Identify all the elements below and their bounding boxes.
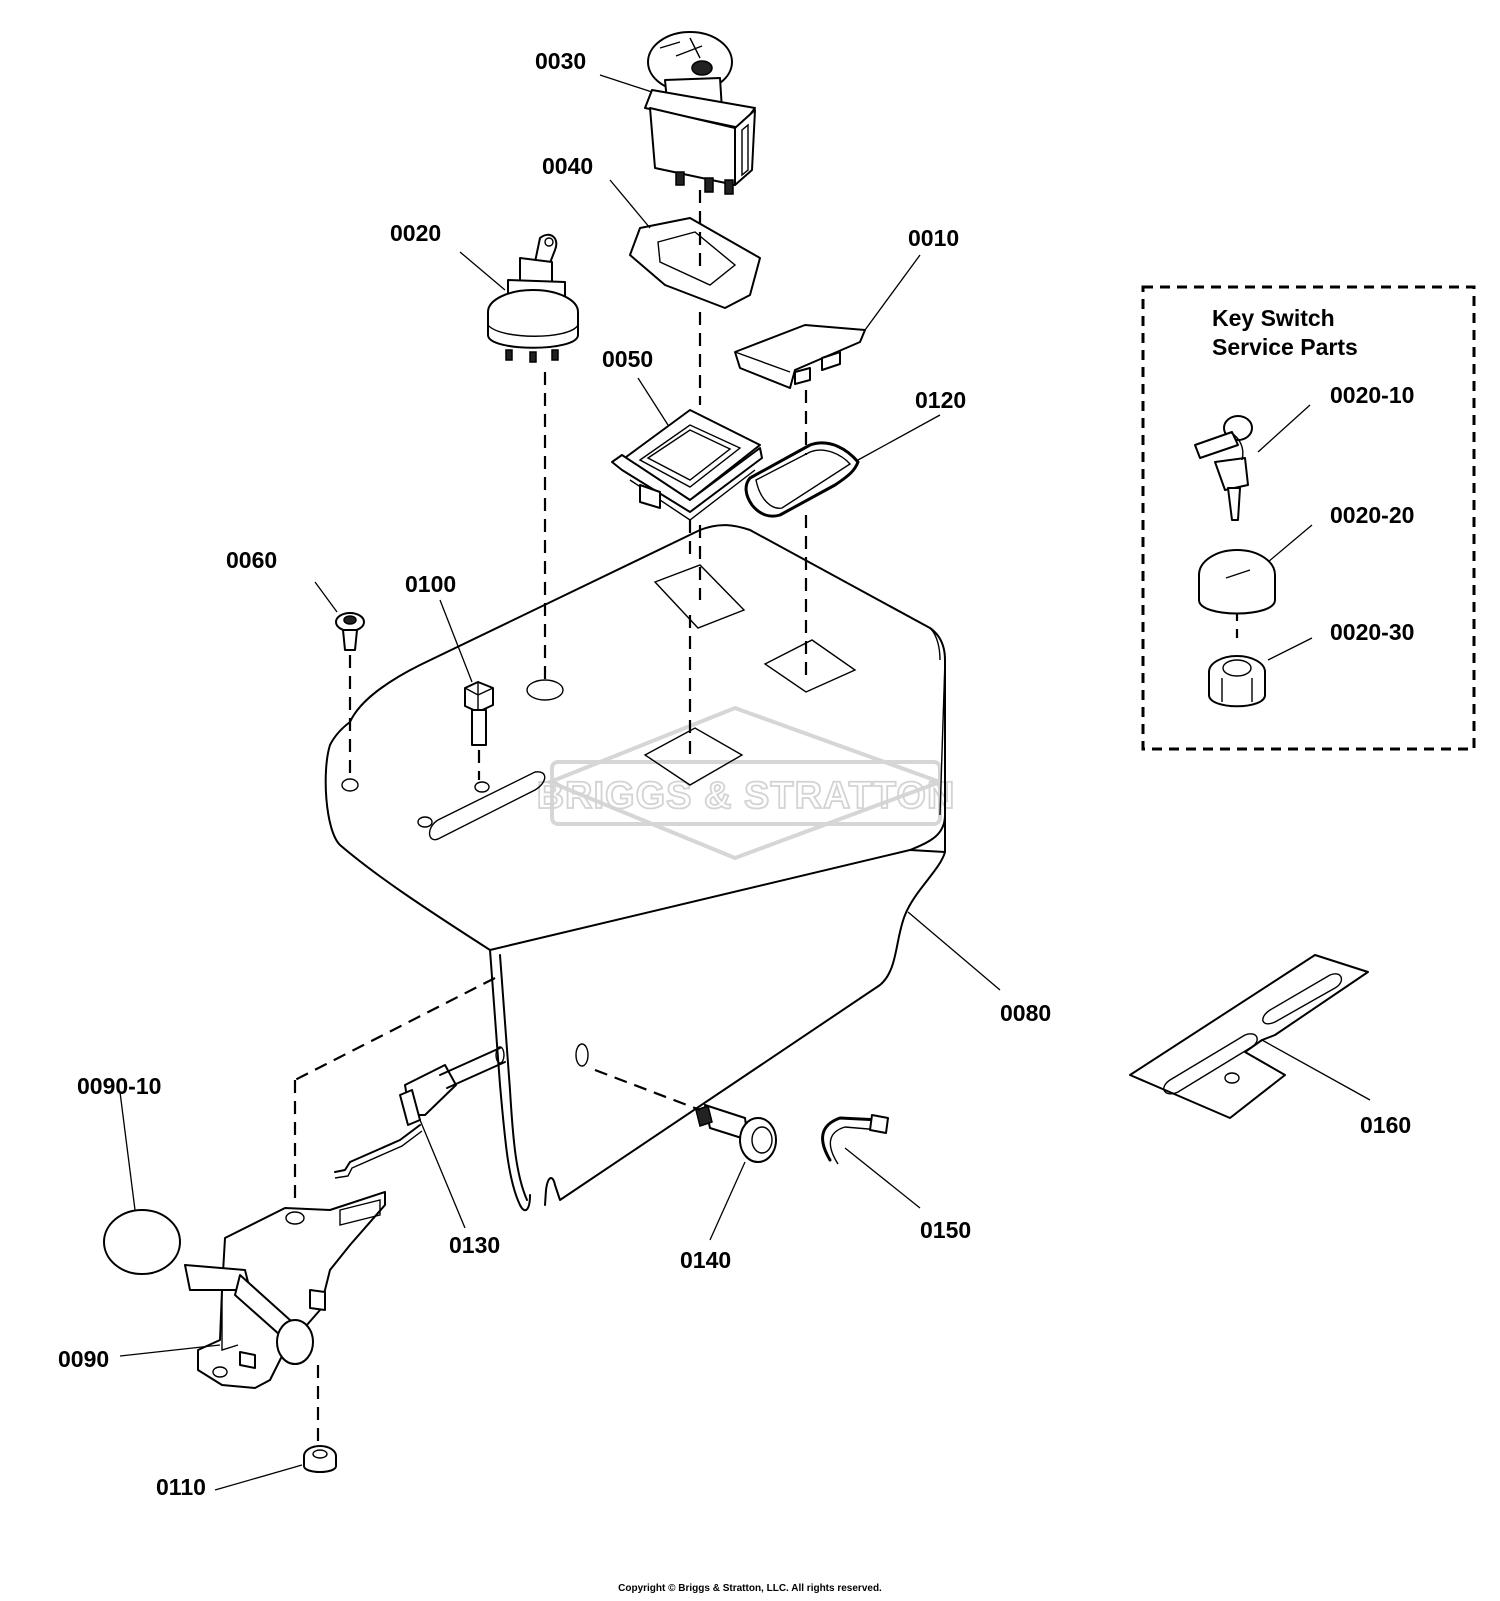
indicator-light-0140 [695,1104,777,1163]
key-switch-service-parts-box: Key Switch Service Parts [1141,285,1476,751]
callout-0020-30: 0020-30 [1330,619,1414,645]
leader-lines [119,74,1371,1491]
callout-labels: 0030 0040 0020 0010 0050 0120 0060 0100 … [58,48,1414,1500]
callout-0020-10: 0020-10 [1330,382,1414,408]
throttle-assembly-0090 [103,1191,386,1389]
cap-0020-20 [1198,549,1276,615]
callout-0100: 0100 [405,571,456,597]
cable-clip-0130 [334,1046,506,1179]
screw-0060 [335,612,365,651]
callout-0150: 0150 [920,1217,971,1243]
callout-0050: 0050 [602,346,653,372]
callout-0060: 0060 [226,547,277,573]
callout-0080: 0080 [1000,1000,1051,1026]
plug-0010 [734,324,866,389]
bezel-0040 [629,217,761,309]
service-box-title-line2: Service Parts [1212,334,1358,360]
callout-0010: 0010 [908,225,959,251]
callout-0040: 0040 [542,153,593,179]
copyright-notice: Copyright © Briggs & Stratton, LLC. All … [618,1583,882,1594]
callout-0160: 0160 [1360,1112,1411,1138]
ignition-switch-0020 [487,233,579,363]
gasket-0120 [744,441,860,518]
service-box-title-line1: Key Switch [1212,305,1335,331]
callout-0110: 0110 [156,1474,206,1500]
callout-0120: 0120 [915,387,966,413]
bracket-plate-0160 [1129,954,1369,1119]
callout-0090: 0090 [58,1346,109,1372]
watermark-text: BRIGGS & STRATTON [537,775,956,817]
pto-switch-0030 [644,31,756,195]
nut-0110 [303,1445,337,1473]
hour-meter-0050 [611,409,763,521]
callout-0090-10: 0090-10 [77,1073,161,1099]
callout-0020-20: 0020-20 [1330,502,1414,528]
nut-0020-30 [1208,655,1266,708]
dash-panel-0080 [324,524,946,1212]
callout-0130: 0130 [449,1232,500,1258]
brand-watermark: BRIGGS & STRATTON [536,705,956,861]
exploded-view-lines [293,190,1239,1445]
callout-0030: 0030 [535,48,586,74]
callout-0020: 0020 [390,220,441,246]
callout-0140: 0140 [680,1247,731,1273]
key-0020-10 [1194,415,1253,521]
cable-tie-0150 [821,1114,889,1165]
bolt-0100 [464,681,494,746]
